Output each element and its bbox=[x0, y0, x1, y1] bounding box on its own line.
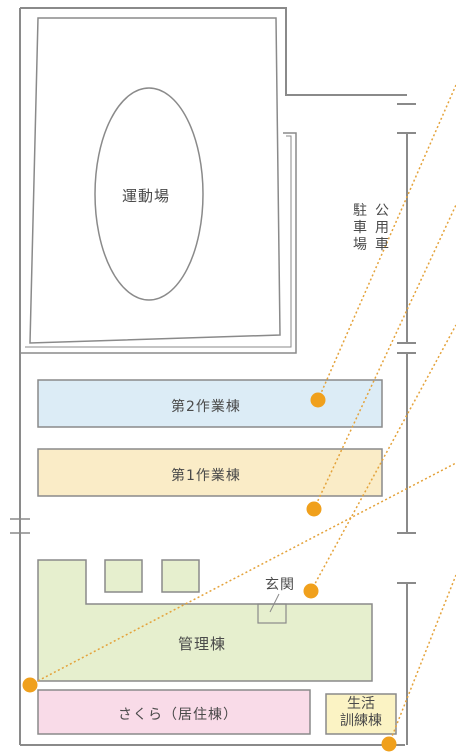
site-boundary bbox=[20, 7, 407, 96]
marker-admin-building[interactable] bbox=[22, 677, 38, 693]
marker-entrance[interactable] bbox=[303, 583, 319, 599]
sports-ground-label: 運動場 bbox=[122, 187, 171, 205]
marker-life-training[interactable] bbox=[381, 736, 397, 752]
marker-work-building-2[interactable] bbox=[310, 392, 326, 408]
annex-block-1 bbox=[104, 559, 143, 593]
life-training-label: 生活訓練棟 bbox=[340, 696, 382, 729]
sports-ground-fence bbox=[20, 132, 297, 354]
annex-block-2 bbox=[161, 559, 200, 593]
sakura-residence bbox=[37, 689, 311, 735]
work-building-1-label: 第1作業棟 bbox=[171, 468, 241, 484]
work-building-2-label: 第2作業棟 bbox=[171, 399, 241, 415]
entrance-label: 玄関 bbox=[265, 577, 295, 593]
entrance-pointer bbox=[269, 593, 280, 613]
sakura-residence-label: さくら（居住棟） bbox=[118, 707, 238, 723]
work-building-1 bbox=[37, 448, 383, 497]
public-parking-bracket bbox=[397, 103, 416, 745]
admin-building-label: 管理棟 bbox=[178, 635, 227, 653]
marker-work-building-1[interactable] bbox=[306, 501, 322, 517]
admin-building bbox=[37, 559, 373, 682]
sports-ground-area bbox=[29, 17, 281, 344]
leader-lines bbox=[29, 84, 456, 745]
entrance-porch bbox=[257, 603, 287, 624]
life-training-building bbox=[325, 693, 397, 735]
work-building-2 bbox=[37, 379, 383, 428]
parking-label: 駐車場 bbox=[353, 203, 367, 253]
running-track bbox=[94, 87, 204, 301]
public-parking-label: 公用車 bbox=[375, 203, 389, 253]
